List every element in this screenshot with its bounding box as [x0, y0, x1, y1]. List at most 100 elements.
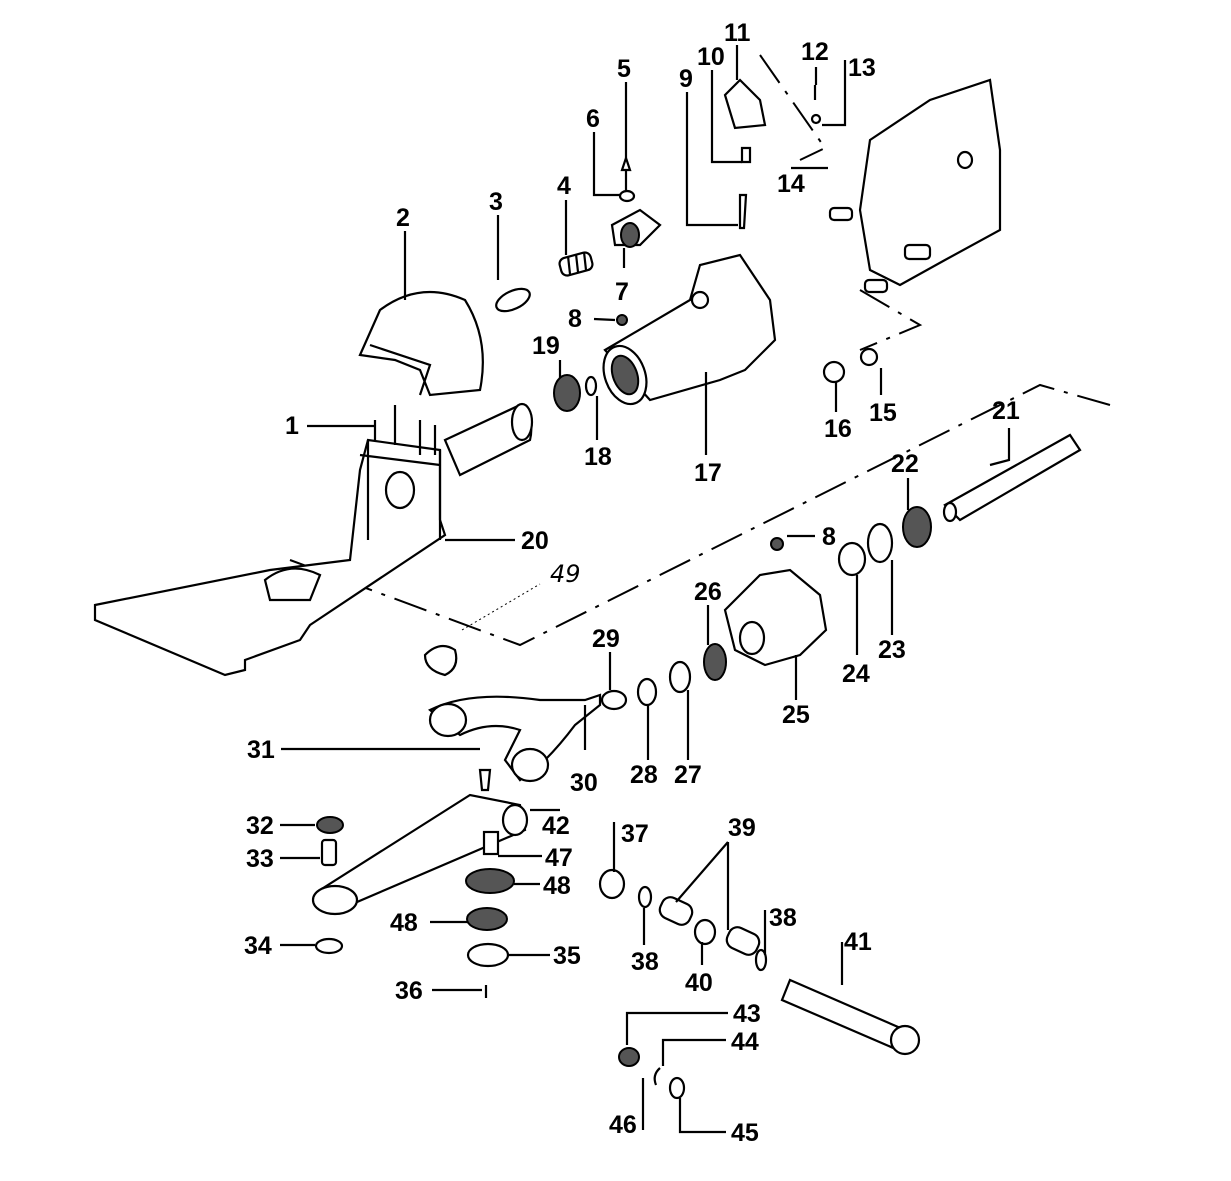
- part-housing: [602, 253, 777, 406]
- part-frame-shaft: [443, 402, 534, 477]
- callout-45: 45: [731, 1119, 759, 1147]
- callout-27: 27: [674, 761, 702, 789]
- part-shaft-21: [942, 433, 1082, 523]
- part-pin-9: [738, 193, 748, 230]
- callout-1: 1: [285, 412, 299, 440]
- callout-48-lower: 48: [390, 909, 418, 937]
- part-arm-42: [311, 793, 529, 916]
- callout-15: 15: [869, 399, 897, 427]
- part-fitting-8-upper: [616, 314, 628, 326]
- part-frame-bracket: [93, 405, 447, 677]
- part-bearing-19: [553, 374, 581, 412]
- callout-23: 23: [878, 636, 906, 664]
- callout-37: 37: [621, 820, 649, 848]
- part-spring-10: [740, 146, 752, 164]
- callout-12: 12: [801, 38, 829, 66]
- part-bracket-11: [723, 78, 767, 130]
- callout-7: 7: [615, 278, 629, 306]
- part-washer-28: [636, 677, 658, 707]
- part-ring-45: [668, 1076, 686, 1100]
- part-ring-44: [653, 1067, 661, 1086]
- callout-32: 32: [246, 812, 274, 840]
- part-bushing-39-right: [725, 926, 761, 956]
- callout-35: 35: [553, 942, 581, 970]
- callout-44: 44: [731, 1028, 759, 1056]
- part-bolt-31: [478, 768, 492, 792]
- part-gearbox-casing: [828, 78, 1002, 294]
- part-pin-47: [482, 830, 500, 856]
- part-clamp-37: [598, 868, 626, 900]
- part-solenoid-block: [610, 208, 662, 248]
- part-pin: [495, 287, 531, 313]
- part-ring-18: [584, 375, 598, 397]
- part-clip-43: [618, 1047, 640, 1067]
- callout-2: 2: [396, 204, 410, 232]
- part-screw-5: [620, 154, 632, 190]
- part-bushing-24: [837, 541, 867, 577]
- part-guard-plate: [358, 290, 484, 397]
- part-pin-41: [780, 978, 921, 1056]
- callout-46: 46: [609, 1111, 637, 1139]
- part-bushing-48-lower: [466, 907, 508, 931]
- part-spring: [558, 251, 594, 277]
- callout-13: 13: [848, 54, 876, 82]
- callout-17: 17: [694, 459, 722, 487]
- part-disc-35: [466, 942, 510, 968]
- callout-38-lower: 38: [631, 948, 659, 976]
- callout-39: 39: [728, 814, 756, 842]
- callout-21: 21: [992, 397, 1020, 425]
- leader-lines: [280, 45, 1011, 1134]
- axis-line-top: [759, 54, 827, 161]
- part-seal-23: [866, 522, 894, 564]
- callout-48-upper: 48: [543, 872, 571, 900]
- part-bolt-33: [320, 838, 338, 867]
- callout-16: 16: [824, 415, 852, 443]
- callout-10: 10: [697, 43, 725, 71]
- callout-25: 25: [782, 701, 810, 729]
- part-gasket-49: [423, 644, 458, 677]
- part-spacer-40: [693, 918, 717, 946]
- part-seal-29: [600, 689, 628, 711]
- axis-line-gearbox: [859, 289, 923, 351]
- part-bearing-26: [703, 643, 727, 681]
- callout-26: 26: [694, 578, 722, 606]
- callout-18: 18: [584, 443, 612, 471]
- callout-8-upper: 8: [568, 305, 582, 333]
- callout-40: 40: [685, 969, 713, 997]
- callout-20: 20: [521, 527, 549, 555]
- assembly-axis-lines: [289, 54, 1111, 647]
- callout-9: 9: [679, 65, 693, 93]
- callout-28: 28: [630, 761, 658, 789]
- callout-47: 47: [545, 844, 573, 872]
- callout-11: 11: [724, 19, 751, 47]
- part-bushing-39-left: [658, 896, 694, 926]
- callout-36: 36: [395, 977, 423, 1005]
- part-washer-13: [810, 113, 822, 125]
- callout-41: 41: [844, 928, 872, 956]
- callout-19: 19: [532, 332, 560, 360]
- callout-4: 4: [557, 172, 571, 200]
- part-bearing-22: [902, 506, 932, 548]
- callout-24: 24: [842, 660, 870, 688]
- callout-31: 31: [247, 736, 275, 764]
- part-ring-38-right: [754, 948, 768, 972]
- callout-38-upper: 38: [769, 904, 797, 932]
- part-nut-32: [316, 816, 344, 834]
- part-seal-16: [822, 360, 846, 384]
- callout-3: 3: [489, 188, 503, 216]
- callout-34: 34: [244, 932, 272, 960]
- part-washer-15: [859, 347, 879, 367]
- callout-29: 29: [592, 625, 620, 653]
- part-cap-housing-25: [723, 568, 828, 667]
- callout-42: 42: [542, 812, 570, 840]
- callout-labels: 1 2 3 4 5 6 7 8 8 9 10 11 12 13 14 15 16…: [244, 19, 1020, 1147]
- callout-6: 6: [586, 105, 600, 133]
- callout-33: 33: [246, 845, 274, 873]
- callout-14: 14: [777, 170, 805, 198]
- part-ring-38-left: [637, 885, 653, 909]
- handwritten-note-49: 49: [550, 560, 581, 588]
- callout-30: 30: [570, 769, 598, 797]
- part-bushing-48-upper: [465, 868, 515, 894]
- callout-5: 5: [617, 55, 631, 83]
